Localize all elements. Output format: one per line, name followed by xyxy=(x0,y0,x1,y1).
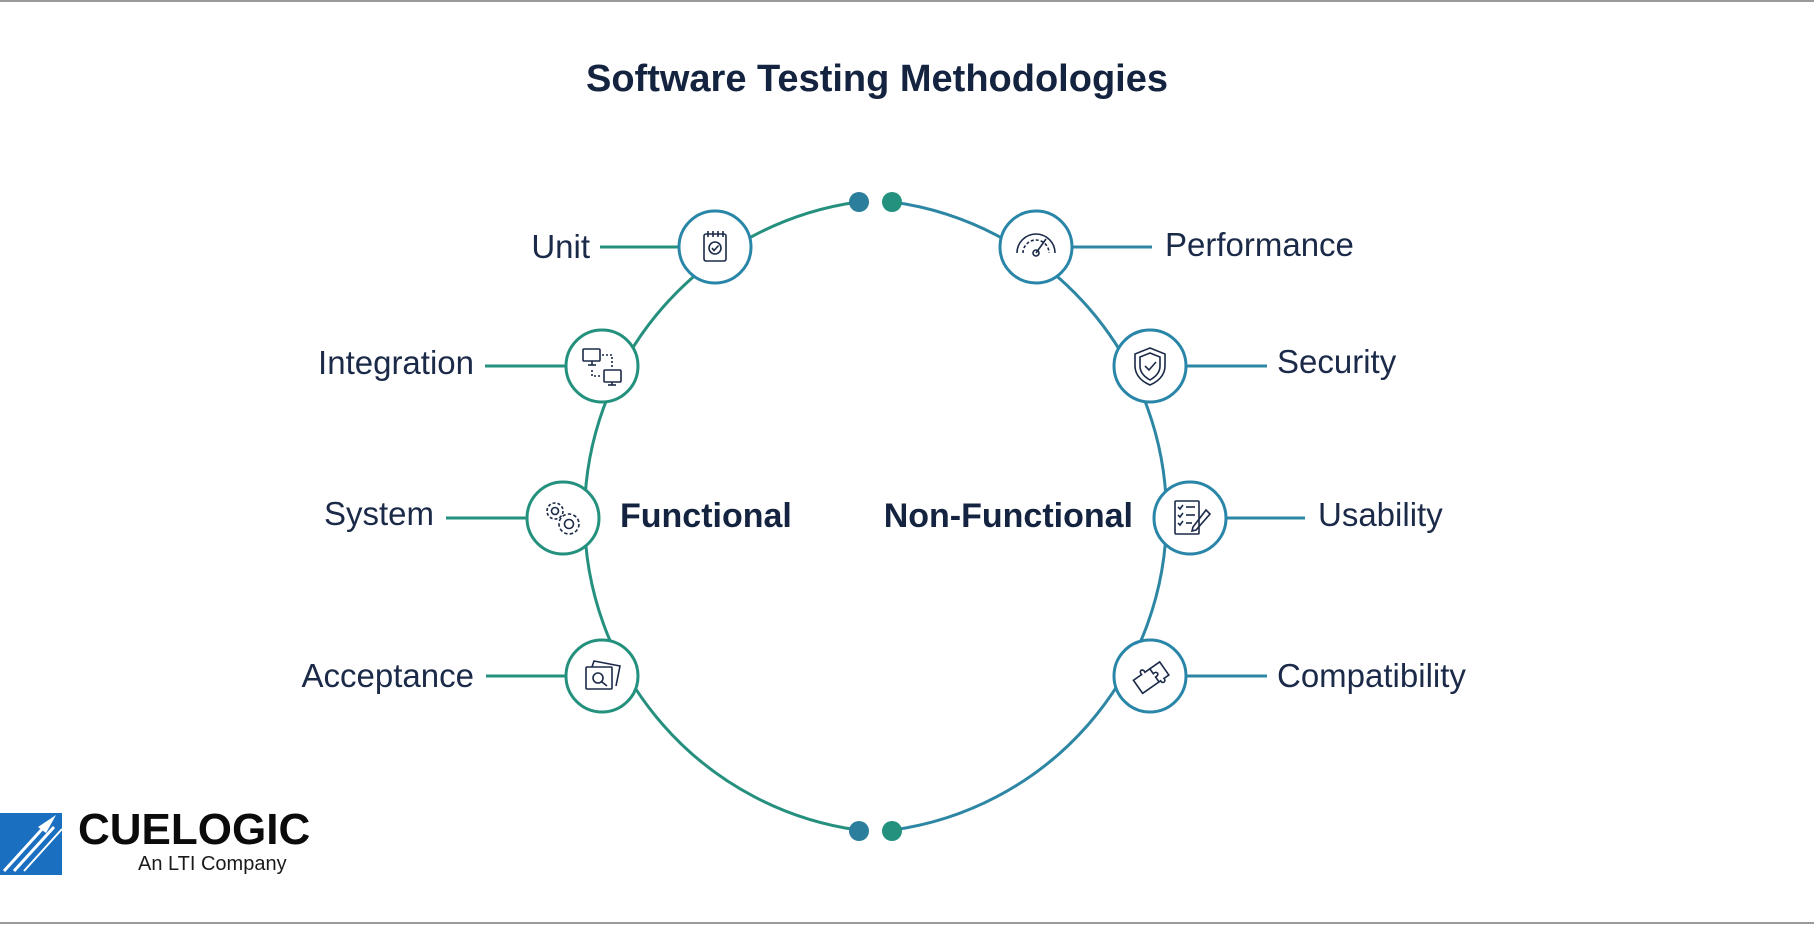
puzzle-icon xyxy=(1132,660,1170,695)
compatibility-node xyxy=(1112,638,1188,714)
unit-label: Unit xyxy=(531,228,590,265)
cuelogic-logo: CUELOGIC An LTI Company xyxy=(0,805,310,885)
system-label: System xyxy=(324,495,434,532)
functional-group-label: Functional xyxy=(620,497,792,535)
cuelogic-logo-mark xyxy=(0,813,63,875)
connected-monitors-icon xyxy=(582,348,622,386)
shield-check-icon xyxy=(1134,347,1166,386)
diagram-title: Software Testing Methodologies xyxy=(586,58,1168,100)
clipboard-check-icon xyxy=(703,231,727,262)
security-label: Security xyxy=(1277,343,1397,380)
unit-node xyxy=(677,209,753,285)
compatibility-label: Compatibility xyxy=(1277,657,1466,694)
security-node xyxy=(1112,328,1188,404)
gears-icon xyxy=(546,502,580,535)
logo-tagline: An LTI Company xyxy=(138,853,287,875)
usability-label: Usability xyxy=(1318,496,1443,533)
checklist-pencil-icon xyxy=(1174,500,1212,535)
magnifier-documents-icon xyxy=(585,660,621,690)
non-functional-group-label: Non-Functional xyxy=(884,497,1133,535)
system-node xyxy=(525,480,601,556)
performance-label: Performance xyxy=(1165,226,1354,263)
bottom-right-dot xyxy=(882,821,902,841)
usability-node xyxy=(1152,480,1228,556)
top-right-dot xyxy=(882,192,902,212)
performance-node xyxy=(998,209,1074,285)
acceptance-label: Acceptance xyxy=(302,657,474,694)
integration-label: Integration xyxy=(318,344,474,381)
logo-name: CUELOGIC xyxy=(78,805,311,854)
integration-node xyxy=(564,328,640,404)
top-left-dot xyxy=(849,192,869,212)
bottom-border-line xyxy=(0,922,1814,924)
bottom-left-dot xyxy=(849,821,869,841)
top-border-line xyxy=(0,0,1814,2)
speedometer-icon xyxy=(1016,233,1056,257)
